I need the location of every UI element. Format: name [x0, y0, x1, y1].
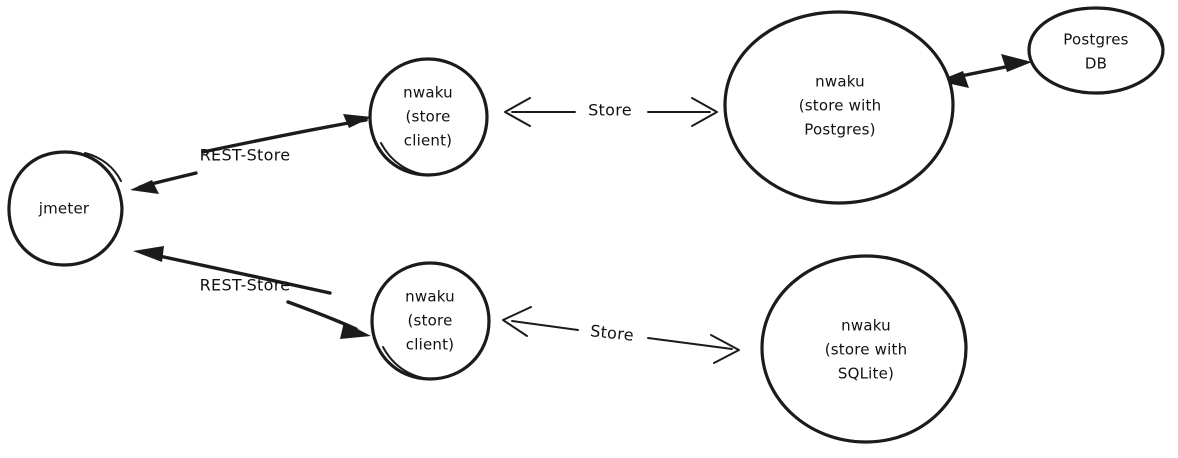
- node-nwaku-store-client-bottom-overstroke: [382, 346, 433, 380]
- edge-jmeter-to-client-bottom[interactable]: REST-Store: [133, 246, 371, 339]
- node-jmeter-label: jmeter: [38, 200, 90, 218]
- edge-label-store-top: Store: [588, 101, 632, 120]
- arrow-head-to-postgres-node: [938, 71, 969, 88]
- edge-line-store-bottom-left: [511, 320, 579, 331]
- arrow-head-store-top-left: [504, 97, 531, 127]
- node-jmeter-shape: [7, 150, 124, 267]
- node-nwaku-store-client-top-shape: [368, 57, 489, 177]
- arrow-head-store-bottom-left: [502, 306, 532, 337]
- node-nwaku-store-client-top-line-1: nwaku: [403, 84, 453, 102]
- node-nwaku-store-postgres-line-3: Postgres): [804, 121, 875, 139]
- node-nwaku-store-client-top[interactable]: nwaku (store client): [368, 57, 489, 177]
- node-nwaku-store-client-bottom-line-1: nwaku: [405, 288, 455, 306]
- node-nwaku-store-sqlite-line-1: nwaku: [841, 317, 891, 335]
- edge-client-top-to-postgres-node[interactable]: Store: [504, 97, 718, 127]
- arrow-head-store-bottom-right: [710, 334, 740, 364]
- node-nwaku-store-postgres-line-2: (store with: [799, 97, 882, 115]
- node-nwaku-store-sqlite-overstroke: [885, 256, 966, 343]
- arrow-head-to-postgres-db: [1001, 54, 1032, 72]
- node-nwaku-store-postgres-line-1: nwaku: [815, 73, 865, 91]
- node-nwaku-store-client-top-line-3: client): [404, 132, 452, 150]
- edge-postgres-node-to-db[interactable]: [938, 54, 1032, 88]
- node-nwaku-store-sqlite-line-3: SQLite): [838, 365, 894, 383]
- node-nwaku-store-client-bottom[interactable]: nwaku (store client): [370, 261, 491, 381]
- node-postgres-db[interactable]: Postgres DB: [1027, 6, 1165, 95]
- node-jmeter[interactable]: jmeter: [7, 150, 124, 267]
- edge-label-store-bottom: Store: [589, 321, 635, 344]
- node-jmeter-overstroke: [84, 152, 122, 182]
- arrow-head-to-client-top: [343, 114, 372, 128]
- node-nwaku-store-sqlite-line-2: (store with: [825, 341, 908, 359]
- arrow-head-store-top-right: [691, 97, 718, 127]
- node-nwaku-store-client-top-overstroke: [380, 142, 431, 176]
- node-nwaku-store-sqlite[interactable]: nwaku (store with SQLite): [760, 254, 968, 444]
- node-nwaku-store-postgres-overstroke: [865, 13, 953, 93]
- node-nwaku-store-client-top-line-2: (store: [406, 108, 451, 126]
- node-postgres-db-line-2: DB: [1085, 55, 1107, 73]
- arrow-head-to-jmeter-bottom: [133, 246, 164, 262]
- node-nwaku-store-client-bottom-line-2: (store: [408, 312, 453, 330]
- edge-label-rest-store-bottom: REST-Store: [200, 276, 291, 295]
- node-nwaku-store-client-bottom-line-3: client): [406, 336, 454, 354]
- node-nwaku-store-postgres[interactable]: nwaku (store with Postgres): [723, 10, 955, 205]
- node-nwaku-store-client-bottom-shape: [370, 261, 491, 381]
- edge-line-store-bottom-right: [647, 337, 733, 350]
- node-postgres-db-line-1: Postgres: [1063, 31, 1128, 49]
- arrow-head-to-client-bottom: [340, 322, 371, 339]
- arrow-head-to-jmeter-top: [130, 180, 159, 194]
- edge-label-rest-store-top: REST-Store: [200, 146, 291, 165]
- edge-client-bottom-to-sqlite-node[interactable]: Store: [502, 306, 740, 364]
- edge-line-to-jmeter-bottom: [148, 252, 332, 295]
- node-postgres-db-overstroke: [1111, 8, 1163, 48]
- edge-jmeter-to-client-top[interactable]: REST-Store: [130, 114, 372, 194]
